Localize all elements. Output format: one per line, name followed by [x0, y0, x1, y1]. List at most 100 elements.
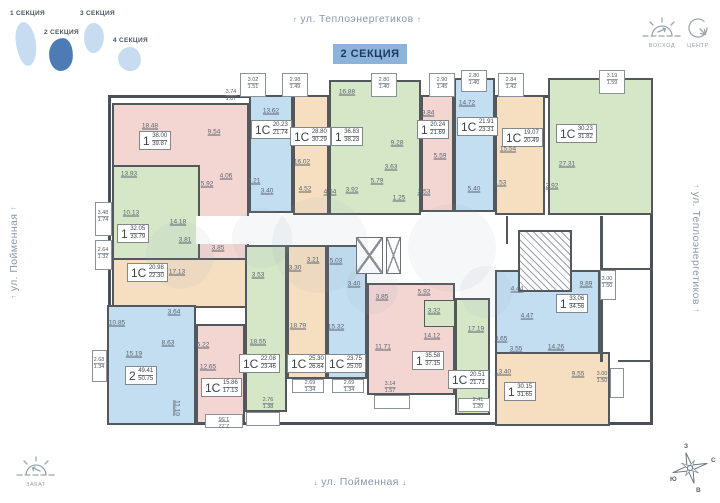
room-area-label: 4.52: [298, 185, 312, 193]
room-area-label: 3.92: [345, 186, 359, 194]
room-area-label: 5.79: [370, 177, 384, 185]
apartment-unit[interactable]: [245, 245, 287, 412]
balcony: [246, 412, 280, 426]
apartment-unit-part: [424, 300, 455, 327]
room-area-label: 27.31: [558, 160, 576, 168]
room-area-label: 3.63: [384, 163, 398, 171]
room-area-label: 5.03: [329, 257, 343, 265]
room-area-label: 10.85: [108, 319, 126, 327]
section-2-label: 2 СЕКЦИЯ: [44, 29, 79, 36]
apartment-unit[interactable]: [455, 298, 490, 415]
balcony: [282, 73, 308, 97]
apartment-unit[interactable]: [548, 78, 653, 215]
section-1-label: 1 СЕКЦИЯ: [10, 10, 45, 17]
watermark: [346, 262, 398, 314]
room-area-label: 5.92: [200, 180, 214, 188]
apartment-unit[interactable]: [293, 95, 329, 215]
sunrise-icon: [642, 17, 682, 37]
room-area-label: 14.72: [458, 99, 476, 107]
room-area-label: 18.48: [141, 122, 159, 130]
room-area-label: 1.25: [392, 194, 406, 202]
room-area-label: 5.22: [196, 341, 210, 349]
section-4-label: 4 СЕКЦИЯ: [113, 37, 148, 44]
apartment-unit[interactable]: [249, 95, 293, 213]
room-area-label: 14.12: [423, 332, 441, 340]
room-area-label: 5.92: [417, 288, 431, 296]
street-label-top: ↑ ул. Теплоэнергетиков ↑: [292, 13, 422, 25]
balcony: [292, 379, 324, 393]
sunset-label: ЗАКАТ: [26, 482, 46, 488]
stairwell: [518, 230, 572, 292]
room-area-label: 3.53: [251, 271, 265, 279]
watermark: [460, 266, 512, 318]
room-area-label: 3.40: [260, 187, 274, 195]
balcony: [95, 202, 112, 236]
room-area-label: 12.65: [199, 363, 217, 371]
sunset-icon: [16, 456, 56, 476]
wall: [600, 268, 653, 270]
direction-arrow: ↑: [292, 15, 298, 24]
room-area-label: 9.28: [390, 139, 404, 147]
room-area-label: 14.26: [547, 343, 565, 351]
apartment-unit[interactable]: [329, 80, 421, 215]
room-area-label: 3.53: [417, 188, 431, 196]
apartment-unit[interactable]: [421, 95, 454, 212]
room-area-label: 9.55: [571, 370, 585, 378]
elevator-shaft: [356, 237, 383, 274]
direction-arrow: ↑: [416, 15, 422, 24]
apartment-unit[interactable]: [112, 165, 200, 262]
room-area-label: 3.21: [306, 256, 320, 264]
compass-south: Ю: [670, 476, 677, 483]
room-area-label: 18.79: [289, 322, 307, 330]
street-label-right: ↑ ул. Теплоэнергетиков ↑: [690, 183, 702, 313]
section-badge[interactable]: 2 СЕКЦИЯ: [333, 44, 407, 64]
apartment-unit[interactable]: [107, 305, 196, 425]
room-area-label: 11.10: [173, 400, 181, 416]
balcony: [371, 73, 397, 97]
room-area-label: 4.47: [520, 312, 534, 320]
balcony: [599, 70, 625, 94]
apartment-unit[interactable]: [454, 78, 495, 212]
balcony: [332, 379, 364, 393]
direction-arrow: ↓: [402, 478, 407, 487]
room-area-label: 3.21: [247, 177, 261, 185]
balcony: [92, 350, 107, 382]
balcony: [610, 368, 624, 398]
room-area-label: 16.02: [293, 158, 311, 166]
room-area-label: 4.44: [510, 285, 524, 293]
compass-west: З: [684, 443, 688, 450]
room-area-label: 3.30: [288, 264, 302, 272]
balcony: [95, 240, 112, 270]
city-center-icon: [688, 18, 708, 38]
room-area-label: 3.40: [347, 280, 361, 288]
corridor-area: [196, 216, 506, 244]
room-area-label: 3.85: [211, 244, 225, 252]
apartment-unit[interactable]: [196, 324, 245, 424]
direction-arrow: ↑: [692, 307, 701, 313]
apartment-unit[interactable]: [495, 95, 545, 215]
balcony: [374, 395, 410, 409]
section-3-label: 3 СЕКЦИЯ: [80, 10, 115, 17]
balcony: [429, 73, 455, 97]
